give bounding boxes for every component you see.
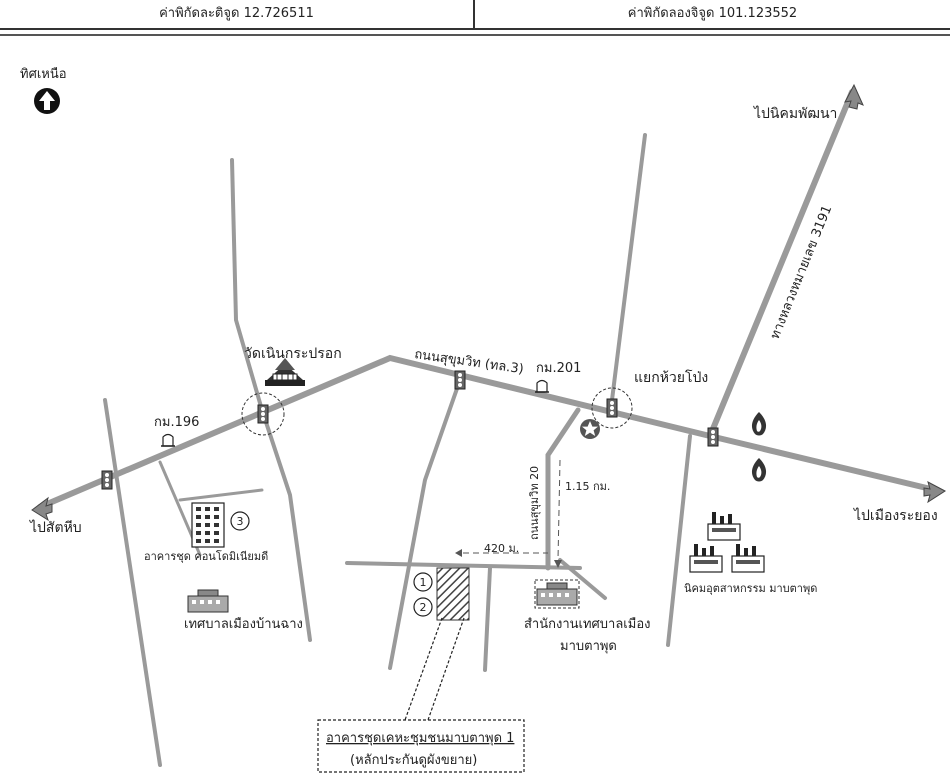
road-cross-south	[345, 561, 582, 570]
arrow-sattahip-icon	[31, 496, 53, 522]
road-km196-south	[103, 398, 162, 767]
police-star-icon	[580, 419, 600, 439]
road-central	[388, 378, 462, 670]
label-km201: กม.201	[536, 361, 581, 376]
label-condo: อาคารชุด คอนโดมิเนียมดี	[144, 549, 268, 563]
label-huai-pong: แยกห้วยโป่ง	[634, 369, 708, 386]
marker-2	[413, 597, 433, 617]
traffic-light-icon	[101, 470, 113, 490]
longitude-value: ค่าพิกัดลองจิจูด 101.123552	[627, 6, 798, 21]
gas-station-icon	[751, 412, 767, 436]
km196-marker-icon	[161, 433, 175, 447]
km201-marker-icon	[535, 379, 549, 393]
condo-building-icon	[191, 502, 225, 548]
property-parcel	[436, 567, 470, 621]
distance-arrowhead-down-icon	[554, 560, 562, 568]
label-industrial: นิคมอุตสาหกรรม มาบตาพุด	[684, 582, 817, 595]
office-dashed-box	[534, 579, 580, 609]
distance-lines	[463, 459, 561, 561]
road-network	[37, 89, 938, 767]
traffic-light-icon	[606, 398, 618, 418]
highway-3191-road	[707, 89, 855, 439]
label-property-1: อาคารชุดเคหะชุมชนมาบตาพุด 1	[326, 731, 514, 746]
header-rule	[0, 34, 950, 36]
sukhumvit-20-road	[545, 407, 581, 571]
label-to-nikhom: ไปนิคมพัฒนา	[753, 105, 837, 122]
label-dist-420: 420 ม.	[484, 542, 519, 555]
traffic-light-icon	[454, 370, 466, 390]
road-cross-east	[558, 558, 607, 600]
property-label-box	[317, 719, 525, 773]
callout-line-left	[404, 617, 443, 721]
label-sukhumvit: ถนนสุขุมวิท (ทล.3)	[413, 347, 524, 377]
distance-arrowhead-left-icon	[455, 549, 462, 557]
callout-line-right	[427, 617, 465, 721]
marker-2-label: 2	[420, 601, 427, 614]
label-property-2: (หลักประกันดูผังขยาย)	[350, 753, 477, 768]
label-office-line2: มาบตาพุด	[560, 639, 617, 654]
label-dist-115: 1.15 กม.	[565, 480, 610, 493]
traffic-light-icon	[257, 404, 269, 424]
north-arrow-icon	[34, 88, 60, 114]
arrow-rayong-icon	[923, 481, 946, 504]
road-condo-upper	[178, 488, 264, 502]
sukhumvit-road	[37, 354, 938, 510]
label-ban-chang: เทศบาลเมืองบ้านฉาง	[184, 616, 303, 632]
label-km196: กม.196	[154, 415, 199, 430]
road-east-south	[666, 434, 692, 647]
coordinate-divider	[473, 0, 475, 28]
arrow-nikhom-icon	[844, 83, 864, 110]
marker-3-label: 3	[237, 515, 244, 528]
label-to-sattahip: ไปสัตหีบ	[29, 519, 82, 536]
gas-station-icon	[751, 458, 767, 482]
traffic-light-icon	[707, 427, 719, 447]
factory-icons	[689, 512, 765, 573]
latitude-value: ค่าพิกัดละติจูด 12.726511	[159, 6, 314, 21]
label-wat: วัดเนินกระปรอก	[244, 346, 342, 362]
label-to-rayong: ไปเมืองระยอง	[853, 507, 938, 524]
coordinate-bar: ค่าพิกัดละติจูด 12.726511 ค่าพิกัดลองจิจ…	[0, 0, 950, 30]
label-sukhumvit-20: ถนนสุขุมวิท 20	[528, 466, 541, 540]
wat-intersection-circle	[241, 392, 285, 436]
factory-icon	[707, 512, 741, 541]
north-label: ทิศเหนือ	[20, 66, 67, 82]
marker-1-label: 1	[420, 576, 427, 589]
marker-1	[413, 572, 433, 592]
factory-icon	[731, 544, 765, 573]
road-huai-pong-north	[610, 133, 647, 402]
temple-icon	[265, 358, 305, 386]
office-building-icon	[187, 589, 229, 613]
office-building-icon	[536, 582, 578, 606]
huai-pong-intersection-circle	[591, 387, 633, 429]
label-office-line1: สำนักงานเทศบาลเมือง	[524, 616, 650, 632]
marker-3	[230, 511, 250, 531]
traffic-lights	[101, 370, 719, 490]
factory-icon	[689, 544, 723, 573]
road-south-link	[483, 566, 492, 672]
